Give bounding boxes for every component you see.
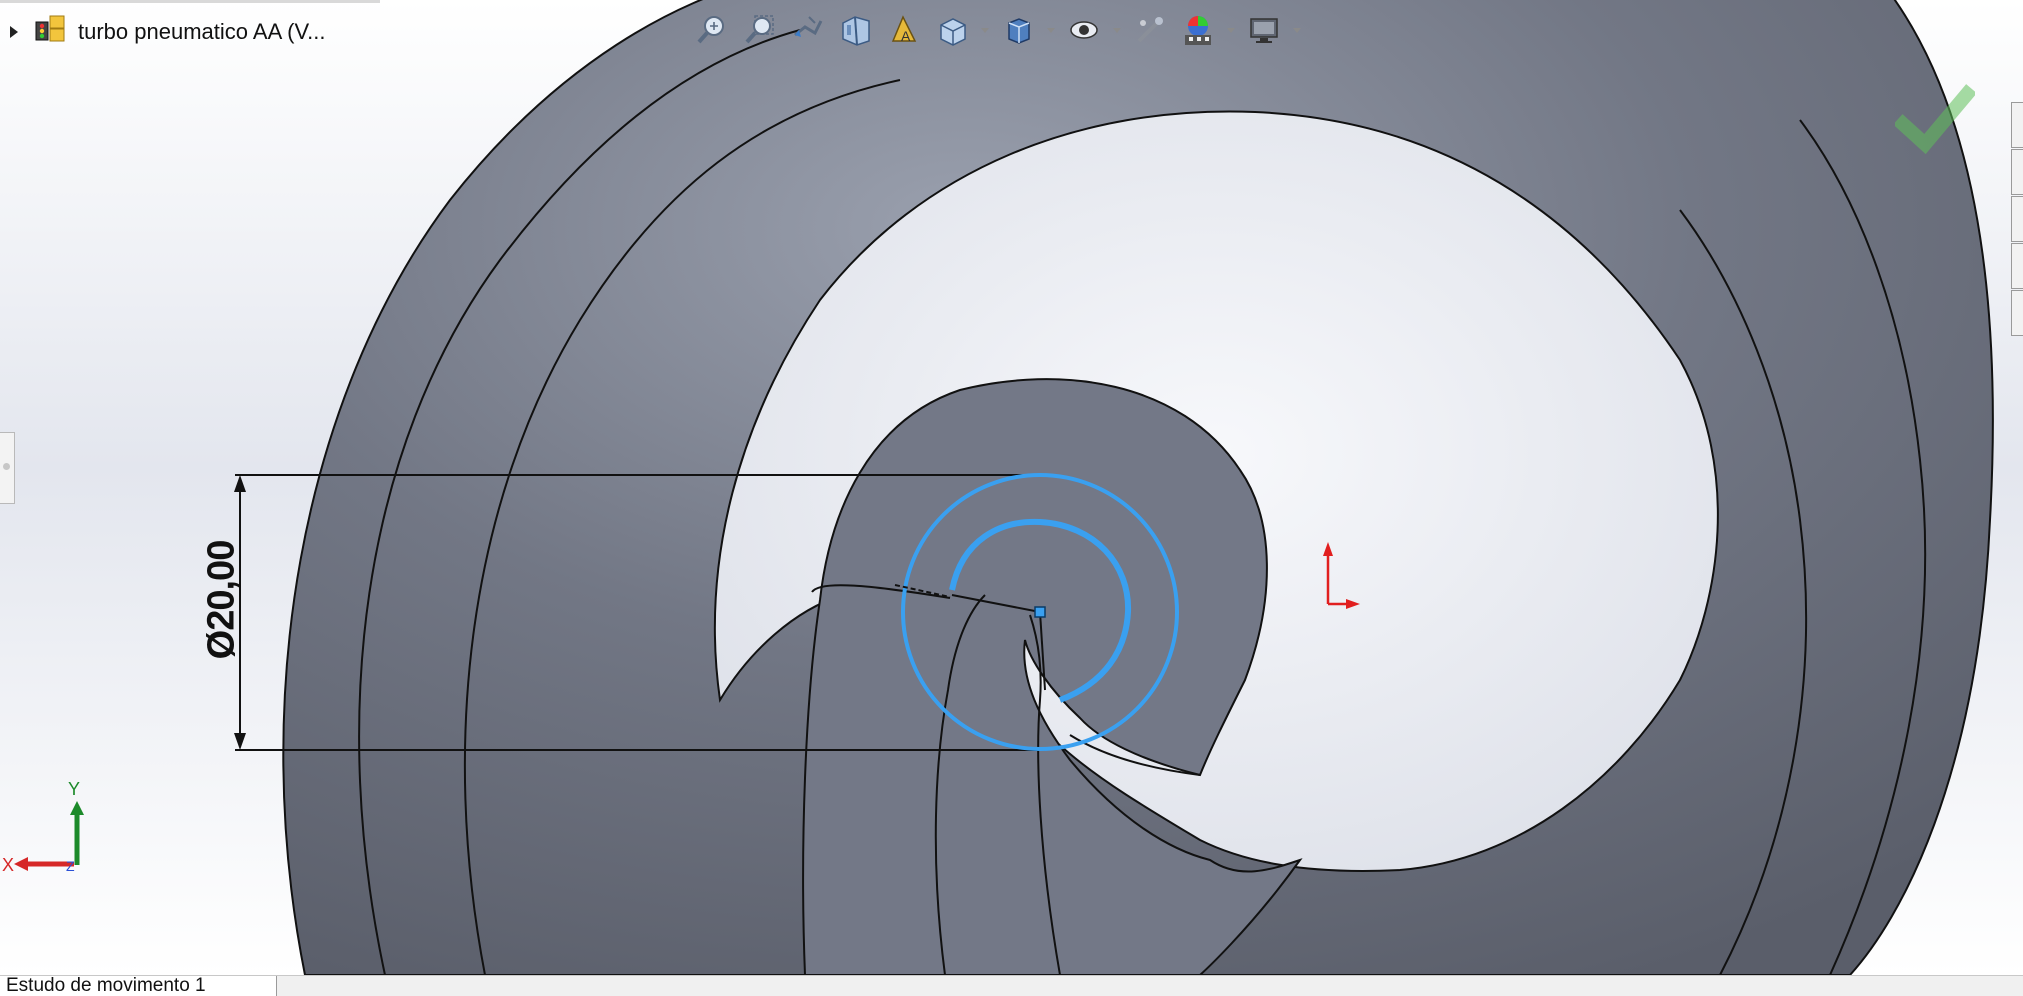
hide-show-dropdown[interactable] [1110,8,1124,52]
task-pane-tab-view-palette[interactable] [2011,243,2023,289]
motion-study-tabs: Estudo de movimento 1 [0,975,2023,996]
view-orientation-dropdown[interactable] [978,8,992,52]
dynamic-annotation-icon[interactable]: A [882,8,926,52]
axis-x-label: X [2,855,14,875]
edit-appearance-icon[interactable] [1128,8,1172,52]
zoom-to-fit-icon[interactable] [690,8,734,52]
task-pane-tab-file-explorer[interactable] [2011,196,2023,242]
spring-body[interactable] [282,0,1994,975]
view-orientation-icon[interactable] [930,8,974,52]
sketch-profile[interactable] [894,473,1179,751]
assembly-icon [34,14,68,50]
view-settings-icon[interactable] [1242,8,1286,52]
expand-arrow-icon[interactable] [10,26,18,38]
confirm-checkmark-icon[interactable] [1895,80,1975,160]
origin-marker [1323,542,1360,609]
graphics-area[interactable]: turbo pneumatico AA (V... A [0,0,2023,975]
axis-z-label: Z [66,858,75,874]
diameter-dimension-value[interactable]: Ø20,00 [200,540,243,660]
panel-collapse-handle[interactable] [0,432,15,504]
tree-top-border [0,0,380,3]
section-view-icon[interactable] [834,8,878,52]
svg-text:A: A [901,28,911,44]
task-pane-tabs [2011,102,2023,337]
axis-y-label: Y [68,779,80,799]
previous-view-icon[interactable] [786,8,830,52]
display-style-dropdown[interactable] [1044,8,1058,52]
motion-study-tab[interactable]: Estudo de movimento 1 [0,976,277,996]
axis-triad: Y X Z [2,779,84,875]
task-pane-tab-design-library[interactable] [2011,149,2023,195]
hide-show-items-icon[interactable] [1062,8,1106,52]
model-view[interactable] [0,0,2023,975]
apply-scene-icon[interactable] [1176,8,1220,52]
heads-up-toolbar: A [690,6,1304,54]
display-style-icon[interactable] [996,8,1040,52]
zoom-to-area-icon[interactable] [738,8,782,52]
apply-scene-dropdown[interactable] [1224,8,1238,52]
task-pane-tab-appearances[interactable] [2011,290,2023,336]
task-pane-tab-resources[interactable] [2011,102,2023,148]
view-settings-dropdown[interactable] [1290,8,1304,52]
feature-tree-root[interactable]: turbo pneumatico AA (V... [0,14,325,50]
diameter-dimension[interactable] [234,474,1040,751]
part-name-label[interactable]: turbo pneumatico AA (V... [78,19,326,44]
